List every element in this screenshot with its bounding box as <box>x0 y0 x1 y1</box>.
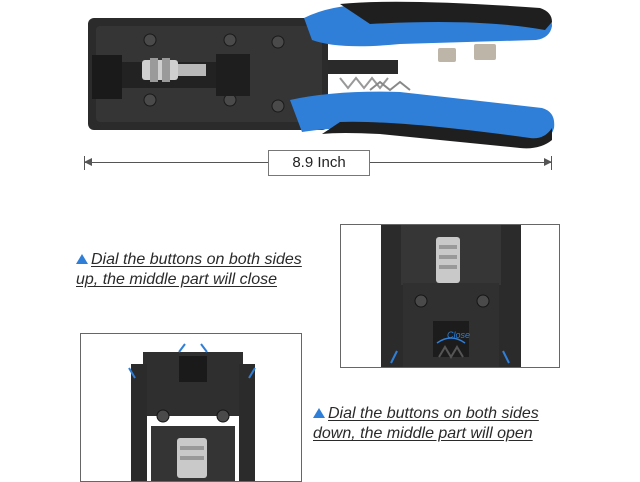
instruction-close-line1: Dial the buttons on both sides <box>91 251 302 268</box>
dimension-arrow-left <box>84 158 92 166</box>
triangle-icon <box>313 408 325 418</box>
instruction-open-line2: down, the middle part will open <box>313 425 533 442</box>
close-detail-image: Close <box>381 225 521 367</box>
close-label: Close <box>447 330 470 340</box>
close-detail-panel: Close <box>340 224 560 368</box>
open-detail-panel <box>80 333 302 482</box>
dimension-arrow-right <box>544 158 552 166</box>
instruction-open-line1: Dial the buttons on both sides <box>328 405 539 422</box>
instruction-close: Dial the buttons on both sides up, the m… <box>76 250 302 290</box>
instruction-open: Dial the buttons on both sides down, the… <box>313 404 539 444</box>
dimension-label: 8.9 Inch <box>268 150 370 176</box>
open-detail-image <box>128 343 256 481</box>
triangle-icon <box>76 254 88 264</box>
crimping-tool-image <box>88 1 555 149</box>
instruction-close-line2: up, the middle part will close <box>76 271 277 288</box>
